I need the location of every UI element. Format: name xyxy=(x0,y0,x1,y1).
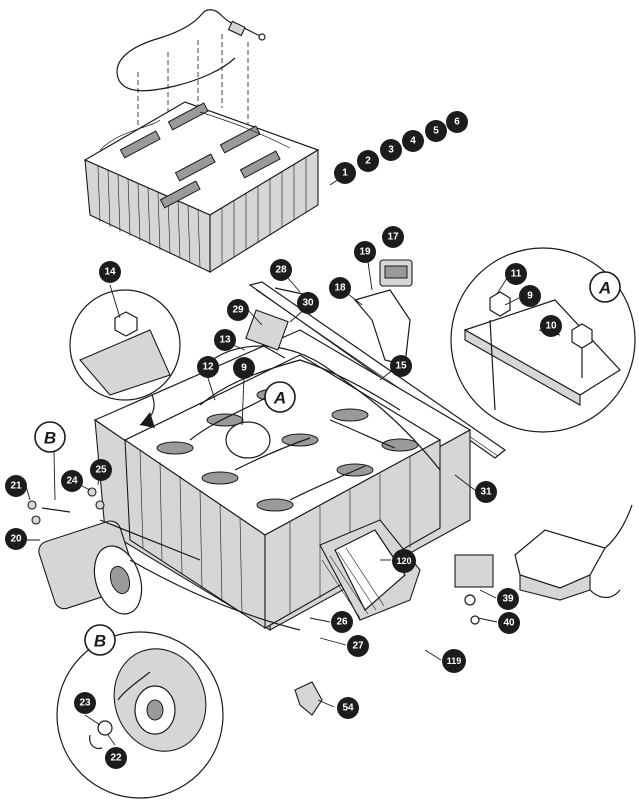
callout-1: 1 xyxy=(334,162,356,184)
svg-text:119: 119 xyxy=(447,656,462,666)
svg-text:9: 9 xyxy=(241,363,247,374)
svg-text:40: 40 xyxy=(503,618,515,629)
svg-text:14: 14 xyxy=(104,267,116,278)
svg-text:2: 2 xyxy=(365,156,371,167)
controller-box xyxy=(514,504,633,601)
svg-text:31: 31 xyxy=(480,487,492,498)
callout-39: 39 xyxy=(497,588,519,610)
view-label-A-detail: A xyxy=(589,271,621,303)
svg-text:15: 15 xyxy=(395,361,407,372)
cover-plate xyxy=(319,519,421,621)
callout-23: 23 xyxy=(74,692,96,714)
callout-3: 3 xyxy=(380,139,402,161)
svg-text:9: 9 xyxy=(527,291,533,302)
svg-text:4: 4 xyxy=(410,136,416,147)
callout-31: 31 xyxy=(475,481,497,503)
callout-2: 2 xyxy=(357,150,379,172)
callout-18: 18 xyxy=(329,277,351,299)
detail-circle-14 xyxy=(69,289,181,428)
view-label-text: A xyxy=(598,279,611,298)
svg-text:11: 11 xyxy=(511,269,522,280)
callout-10: 10 xyxy=(540,315,562,337)
motor-fasteners xyxy=(27,487,105,525)
callout-25: 25 xyxy=(90,459,112,481)
drive-motor xyxy=(38,519,301,631)
svg-text:3: 3 xyxy=(388,145,394,156)
svg-text:120: 120 xyxy=(396,556,411,566)
cover-grille xyxy=(321,547,385,619)
svg-text:10: 10 xyxy=(545,321,557,332)
svg-text:13: 13 xyxy=(219,335,231,346)
svg-text:27: 27 xyxy=(352,641,364,652)
callout-11: 11 xyxy=(505,263,527,285)
svg-text:28: 28 xyxy=(275,265,287,276)
callout-17: 17 xyxy=(382,226,404,248)
leader-lines xyxy=(23,174,561,746)
svg-text:39: 39 xyxy=(502,594,514,605)
callout-24: 24 xyxy=(61,470,83,492)
callout-40: 40 xyxy=(498,612,520,634)
solenoid-bracket xyxy=(454,554,494,625)
switch-bracket xyxy=(353,259,413,366)
callout-28: 28 xyxy=(270,259,292,281)
svg-text:5: 5 xyxy=(433,126,439,137)
callout-26: 26 xyxy=(331,611,353,633)
svg-text:54: 54 xyxy=(342,703,354,714)
callout-29: 29 xyxy=(227,299,249,321)
callout-15: 15 xyxy=(390,355,412,377)
svg-text:6: 6 xyxy=(454,117,460,128)
svg-text:24: 24 xyxy=(66,476,78,487)
callout-21: 21 xyxy=(5,475,27,497)
battery-caps-top xyxy=(99,102,291,209)
battery-pack-top xyxy=(83,101,320,273)
view-label-text: A xyxy=(273,389,286,408)
callout-119: 119 xyxy=(442,649,466,673)
view-label-A-main: A xyxy=(264,381,296,413)
callout-5: 5 xyxy=(425,120,447,142)
callout-14: 14 xyxy=(99,261,121,283)
battery-pack-ribs-left xyxy=(97,165,201,268)
callout-19: 19 xyxy=(354,241,376,263)
battery-pack-ribs-right xyxy=(221,158,307,264)
view-label-B-detail: B xyxy=(84,624,116,656)
svg-text:22: 22 xyxy=(110,753,122,764)
callout-27: 27 xyxy=(347,635,369,657)
cable-loop xyxy=(211,345,441,471)
view-label-B-main: B xyxy=(34,421,66,453)
svg-text:19: 19 xyxy=(359,247,371,258)
callout-20: 20 xyxy=(5,528,27,550)
callout-120: 120 xyxy=(392,549,416,573)
svg-text:18: 18 xyxy=(334,283,346,294)
harness-drop-lines xyxy=(137,34,249,128)
detail-circle-B xyxy=(56,631,224,799)
rubber-boot xyxy=(294,681,323,716)
svg-text:17: 17 xyxy=(387,232,399,243)
svg-text:23: 23 xyxy=(79,698,91,709)
view-label-text: B xyxy=(44,429,56,448)
callout-4: 4 xyxy=(402,130,424,152)
svg-text:25: 25 xyxy=(95,465,107,476)
callout-13: 13 xyxy=(214,329,236,351)
callout-12: 12 xyxy=(197,356,219,378)
battery-harness-cable xyxy=(116,9,266,92)
callout-6: 6 xyxy=(446,111,468,133)
svg-text:30: 30 xyxy=(302,298,314,309)
svg-text:21: 21 xyxy=(10,481,22,492)
svg-text:29: 29 xyxy=(232,305,244,316)
callout-30: 30 xyxy=(297,292,319,314)
callout-22: 22 xyxy=(105,747,127,769)
callout-54: 54 xyxy=(337,697,359,719)
view-label-text: B xyxy=(94,632,106,651)
svg-text:1: 1 xyxy=(342,168,348,179)
svg-text:20: 20 xyxy=(10,534,22,545)
callout-9-main: 9 xyxy=(233,357,255,379)
svg-text:26: 26 xyxy=(336,617,348,628)
svg-text:12: 12 xyxy=(202,362,214,373)
callout-9-detail: 9 xyxy=(519,285,541,307)
